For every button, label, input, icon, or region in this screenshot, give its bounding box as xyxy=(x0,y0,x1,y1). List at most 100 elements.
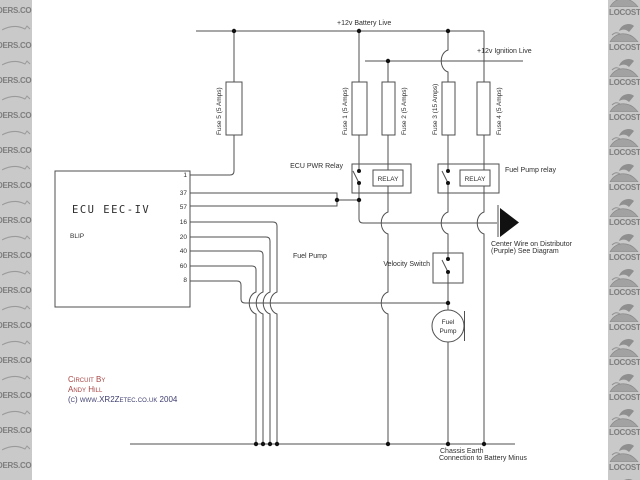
locost-logo-icon xyxy=(609,0,639,7)
fuse4-wire xyxy=(476,31,485,444)
pin8-wire xyxy=(190,280,448,304)
locost-logo-icon xyxy=(609,128,639,147)
watermark-tile: LOCOST xyxy=(608,267,640,302)
watermark-swoosh-icon xyxy=(2,305,31,311)
watermark-swoosh-icon xyxy=(2,235,31,241)
watermark-text: LOCOST xyxy=(609,183,640,192)
relay2-switch-blade xyxy=(441,170,449,184)
watermark-text: DERS.CO xyxy=(0,286,32,295)
relay1-output-wire xyxy=(358,183,497,224)
watermark-tile: DERS.CO xyxy=(0,350,32,385)
watermark-tile: DERS.CO xyxy=(0,315,32,350)
fuse5-body xyxy=(225,81,243,136)
ecu-pwr-relay-label: ECU PWR Relay xyxy=(290,163,343,170)
fuse4-label: Fuse 4 (5 Amps) xyxy=(496,87,503,135)
locost-logo-icon xyxy=(609,338,639,357)
watermark-swoosh-icon xyxy=(2,270,31,276)
pin20-wire xyxy=(190,236,271,444)
watermark-tile: LOCOST xyxy=(608,0,640,22)
pin40-wire xyxy=(190,250,264,444)
locost-logo-icon xyxy=(609,373,639,392)
relay1-text: RELAY xyxy=(378,176,399,183)
watermark-text: LOCOST xyxy=(609,8,640,17)
watermark-text: DERS.CO xyxy=(0,251,32,260)
watermark-tile: DERS.CO xyxy=(0,105,32,140)
locost-logo-icon xyxy=(609,93,639,112)
locost-logo-icon xyxy=(609,443,639,462)
watermark-swoosh-icon xyxy=(2,130,31,136)
fuel-pump-relay-box xyxy=(437,163,500,194)
ecu-pwr-relay-coil xyxy=(372,169,404,187)
watermark-text: DERS.CO xyxy=(0,76,32,85)
velocity-switch-label: Velocity Switch xyxy=(383,261,430,268)
fuel-pump-circle xyxy=(431,309,465,343)
watermark-tile: DERS.CO xyxy=(0,210,32,245)
watermark-tile: LOCOST xyxy=(608,442,640,477)
watermark-strip-right: LOCOST LOCOST LOCOST LOCOST LOCOST LOCOST LOCO… xyxy=(608,0,640,480)
watermark-tile: DERS.CO xyxy=(0,70,32,105)
svg-text:60: 60 xyxy=(180,263,188,270)
watermark-tile: DERS.CO xyxy=(0,0,32,35)
watermark-tile: DERS.CO xyxy=(0,455,32,480)
velocity-switch-blade xyxy=(441,259,449,273)
svg-text:16: 16 xyxy=(180,219,188,226)
distributor-note-1: Center Wire on Distributor xyxy=(491,241,573,248)
svg-text:1: 1 xyxy=(183,172,187,179)
watermark-swoosh-icon xyxy=(2,445,31,451)
credit-line-2: Andy Hill xyxy=(68,385,103,394)
pin16-wire xyxy=(190,221,278,444)
watermark-text: DERS.CO xyxy=(0,111,32,120)
watermark-swoosh-icon xyxy=(2,165,31,171)
watermark-tile: DERS.CO xyxy=(0,280,32,315)
credit-line-3: (c) www.XR2Zetec.co.uk 2004 xyxy=(68,395,178,404)
watermark-swoosh-icon xyxy=(2,375,31,381)
watermark-text: LOCOST xyxy=(609,78,640,87)
watermark-tile: LOCOST xyxy=(608,127,640,162)
locost-logo-icon xyxy=(609,303,639,322)
watermark-text: LOCOST xyxy=(609,288,640,297)
fuse3-label: Fuse 3 (15 Amps) xyxy=(432,84,439,135)
watermark-text: LOCOST xyxy=(609,43,640,52)
watermark-swoosh-icon xyxy=(2,25,31,31)
pin37-57-loop-wire xyxy=(190,192,338,207)
battery-live-label: +12v Battery Live xyxy=(337,20,391,27)
fuse4-body xyxy=(476,81,491,136)
watermark-tile: DERS.CO xyxy=(0,385,32,420)
svg-text:37: 37 xyxy=(180,190,188,197)
watermark-text: DERS.CO xyxy=(0,426,32,435)
credit-line-1: Circuit By xyxy=(68,375,105,384)
ecu-pwr-relay-box xyxy=(351,163,412,194)
pin60-wire xyxy=(190,265,257,444)
watermark-swoosh-icon xyxy=(2,340,31,346)
relay2-text: RELAY xyxy=(465,176,486,183)
watermark-text: DERS.CO xyxy=(0,181,32,190)
labels: +12v Battery Live +12v Ignition Live Fus… xyxy=(68,20,573,462)
svg-text:20: 20 xyxy=(180,234,188,241)
watermark-tile: LOCOST xyxy=(608,22,640,57)
distributor-note-2: (Purple) See Diagram xyxy=(491,248,559,255)
watermark-text: LOCOST xyxy=(609,218,640,227)
watermark-text: LOCOST xyxy=(609,463,640,472)
watermark-text: DERS.CO xyxy=(0,41,32,50)
relay1-switch-blade xyxy=(352,170,360,184)
relay2-output-wire xyxy=(440,183,449,259)
fuse2-wire xyxy=(380,61,389,444)
watermark-tile: LOCOST xyxy=(608,92,640,127)
velocity-switch-box xyxy=(432,252,464,284)
watermark-text: DERS.CO xyxy=(0,6,32,15)
watermark-text: LOCOST xyxy=(609,148,640,157)
watermark-swoosh-icon xyxy=(2,95,31,101)
components xyxy=(54,81,519,343)
fuel-pump-text-2: Pump xyxy=(440,328,457,335)
locost-logo-icon xyxy=(609,233,639,252)
watermark-tile: DERS.CO xyxy=(0,175,32,210)
fuse1-label: Fuse 1 (5 Amps) xyxy=(342,87,349,135)
fuel-pump-relay-coil xyxy=(459,169,491,187)
locost-logo-icon xyxy=(609,163,639,182)
watermark-tile: LOCOST xyxy=(608,162,640,197)
watermark-tile: LOCOST xyxy=(608,197,640,232)
watermark-tile: LOCOST xyxy=(608,337,640,372)
